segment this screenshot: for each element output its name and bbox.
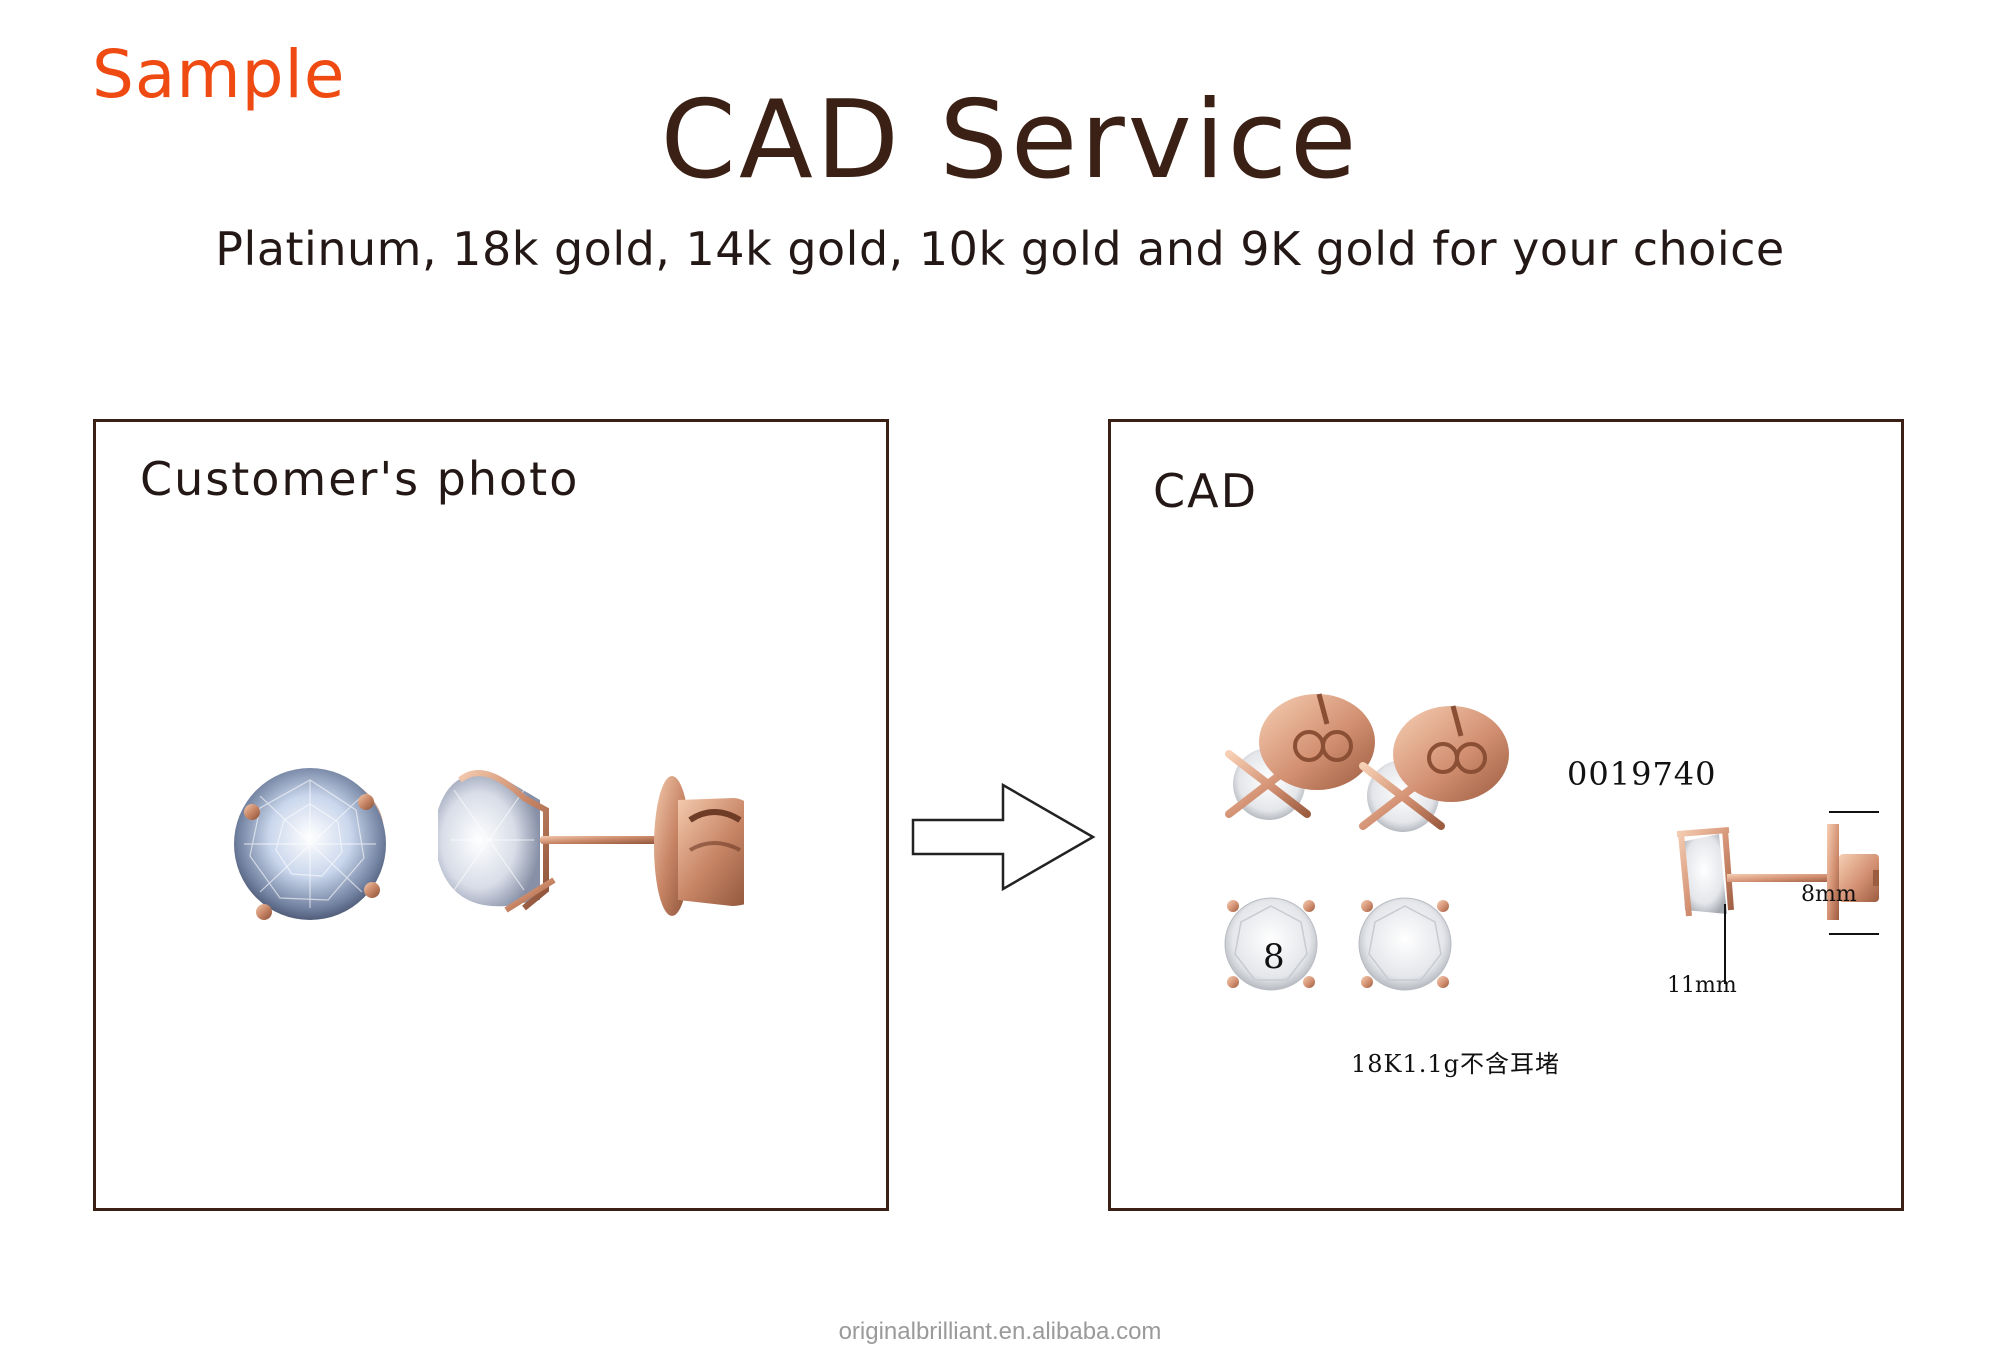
cad-panel: CAD	[1108, 419, 1904, 1211]
cad-model-code: 0019740	[1567, 755, 1717, 793]
sample-label: Sample	[92, 36, 346, 113]
cad-stone-size: 8	[1263, 937, 1285, 977]
page-subtitle: Platinum, 18k gold, 14k gold, 10k gold a…	[215, 222, 1785, 276]
right-arrow-outline-icon	[911, 782, 1096, 892]
watermark: originalbrilliant.en.alibaba.com	[838, 1318, 1162, 1345]
cad-dimension-length: 11mm	[1667, 973, 1737, 998]
cad-dimension-height: 8mm	[1801, 882, 1857, 907]
customer-photo-title: Customer's photo	[140, 452, 580, 506]
customer-photo-panel: Customer's photo	[93, 419, 889, 1211]
cad-weight-note: 18K1.1g不含耳堵	[1351, 1050, 1560, 1078]
cad-title: CAD	[1153, 464, 1259, 518]
page-title: CAD Service	[660, 78, 1360, 203]
customer-earring-photo	[234, 768, 744, 920]
cad-rendering	[1224, 693, 1879, 991]
